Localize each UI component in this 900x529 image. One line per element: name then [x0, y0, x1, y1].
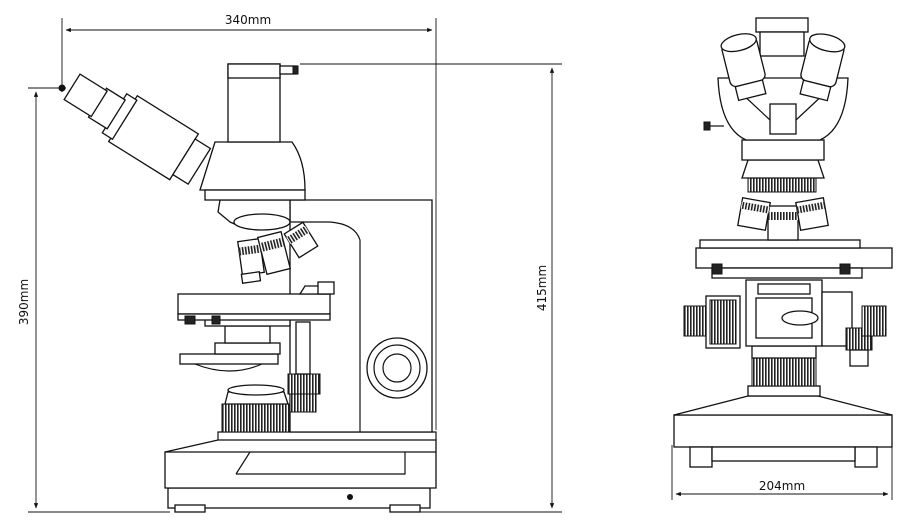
dimension-width-340: 340mm	[61, 13, 437, 430]
dimension-height-415: 415mm	[300, 63, 562, 513]
microscope-side-view	[63, 63, 437, 513]
dimension-label-415: 415mm	[535, 265, 549, 311]
dimension-label-340: 340mm	[225, 13, 271, 27]
microscope-front-view	[673, 17, 893, 468]
dimension-height-390: 390mm	[17, 84, 170, 513]
dimension-label-390: 390mm	[17, 279, 31, 325]
dimension-label-204: 204mm	[759, 479, 805, 493]
dimension-width-204: 204mm	[671, 445, 893, 500]
